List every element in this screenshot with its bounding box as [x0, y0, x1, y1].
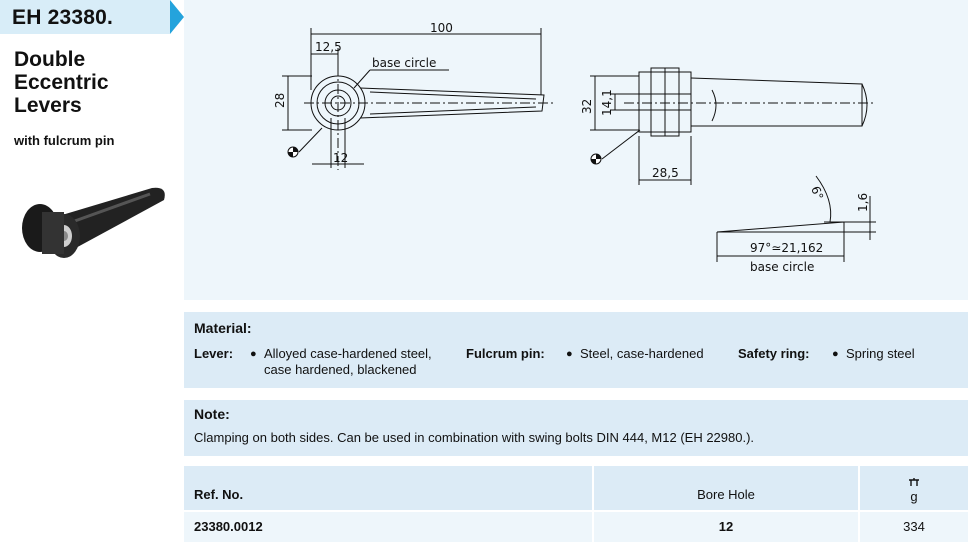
weight-unit: g	[910, 489, 918, 504]
product-code: EH 23380.	[12, 6, 114, 29]
table-row: 12	[594, 512, 858, 542]
fulcrum-value: Steel, case-hardened	[580, 346, 704, 361]
ref-cell: 23380.0012	[194, 519, 263, 534]
lever-top-view	[590, 67, 874, 185]
table-row: 334	[860, 512, 968, 542]
dim-height: 28	[273, 93, 287, 108]
bore-header: Bore Hole	[697, 487, 755, 502]
note-text: Clamping on both sides. Can be used in c…	[194, 430, 755, 445]
product-subtitle: with fulcrum pin	[14, 133, 115, 148]
spec-table: Ref. No. Bore Hole g 23380.0012 12 334	[184, 466, 968, 542]
weight-cell: 334	[903, 519, 925, 534]
cam-profile-view	[716, 175, 876, 262]
bullet-icon: ●	[832, 348, 839, 360]
material-heading: Material:	[194, 320, 252, 336]
technical-drawing-panel: 100 12,5 base circle 28 12 32 14,1 28,5 …	[184, 0, 968, 300]
dim-inner: 14,1	[600, 89, 614, 116]
lever-label: Lever:	[194, 346, 234, 361]
lever-value-line: case hardened, blackened	[264, 362, 417, 377]
ref-header-cell: Ref. No.	[184, 466, 592, 510]
dim-width: 32	[580, 99, 594, 114]
note-section: Note: Clamping on both sides. Can be use…	[184, 400, 968, 456]
bullet-icon: ●	[566, 348, 573, 360]
bullet-icon: ●	[250, 348, 257, 360]
lever-side-view	[282, 28, 556, 170]
lever-value: Alloyed case-hardened steel, case harden…	[264, 346, 432, 378]
dim-offset: 12,5	[315, 40, 342, 54]
bore-header-cell: Bore Hole	[594, 466, 858, 510]
product-photo	[22, 187, 165, 258]
base-circle-label-bottom: base circle	[750, 260, 814, 274]
title-line: Double	[14, 48, 86, 71]
lever-value-line: Alloyed case-hardened steel,	[264, 346, 432, 361]
dim-arc: 97°≃21,162	[750, 241, 823, 255]
material-section: Material: Lever: ● Alloyed case-hardened…	[184, 312, 968, 388]
dim-bore: 12	[333, 151, 348, 165]
technical-drawing: 100 12,5 base circle 28 12 32 14,1 28,5 …	[273, 21, 876, 274]
product-title: Double Eccentric Levers	[14, 48, 109, 117]
bore-cell: 12	[718, 519, 734, 534]
dim-length: 100	[430, 21, 453, 35]
weight-icon	[909, 478, 919, 486]
table-row: 23380.0012	[184, 512, 592, 542]
title-line: Eccentric	[14, 71, 109, 94]
weight-header-cell: g	[860, 466, 968, 510]
safety-value: Spring steel	[846, 346, 915, 361]
title-line: Levers	[14, 94, 82, 117]
product-code-tab	[0, 0, 170, 34]
dim-angle: 6°	[808, 184, 826, 202]
dim-rise: 1,6	[856, 193, 870, 212]
code-arrow-icon	[170, 0, 184, 34]
safety-label: Safety ring:	[738, 346, 810, 361]
ref-header: Ref. No.	[194, 487, 244, 502]
dim-depth: 28,5	[652, 166, 679, 180]
note-heading: Note:	[194, 406, 230, 422]
fulcrum-label: Fulcrum pin:	[466, 346, 545, 361]
base-circle-label: base circle	[372, 56, 436, 70]
